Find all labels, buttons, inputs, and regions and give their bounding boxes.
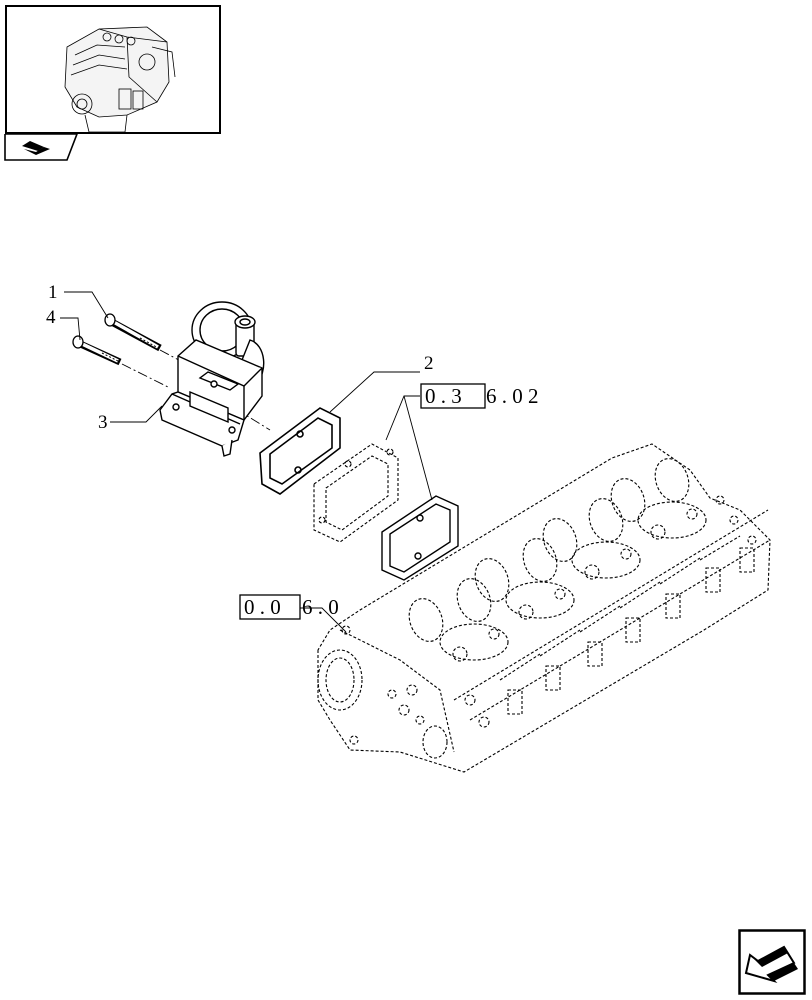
reference-006-rest: 6 . 0 — [302, 595, 339, 619]
flange-gasket — [313, 443, 399, 543]
bolt-part-1[interactable] — [104, 313, 162, 352]
callout-3: 3 — [98, 412, 108, 433]
navigation-tab-icon[interactable] — [4, 134, 78, 162]
cylinder-head-outline — [317, 443, 771, 773]
reference-006-boxed: 0 . 0 — [244, 595, 281, 619]
secondary-gasket — [381, 495, 459, 581]
reference-link-006[interactable]: 0 . 0 6 . 0 — [239, 594, 339, 620]
callout-2: 2 — [424, 353, 434, 374]
callout-1: 1 — [48, 282, 58, 303]
engine-icon — [64, 26, 176, 133]
next-page-arrow-icon[interactable] — [738, 929, 806, 995]
gasket-part-2[interactable] — [259, 407, 341, 495]
engine-thumbnail[interactable] — [5, 5, 221, 134]
reference-link-036[interactable]: 0 . 3 6 . 0 2 — [420, 383, 539, 409]
housing-part-3[interactable] — [159, 301, 265, 457]
bolt-part-4[interactable] — [72, 335, 122, 366]
callout-4: 4 — [46, 307, 56, 328]
reference-036-boxed: 0 . 3 — [425, 384, 462, 408]
reference-036-rest: 6 . 0 2 — [486, 384, 539, 408]
